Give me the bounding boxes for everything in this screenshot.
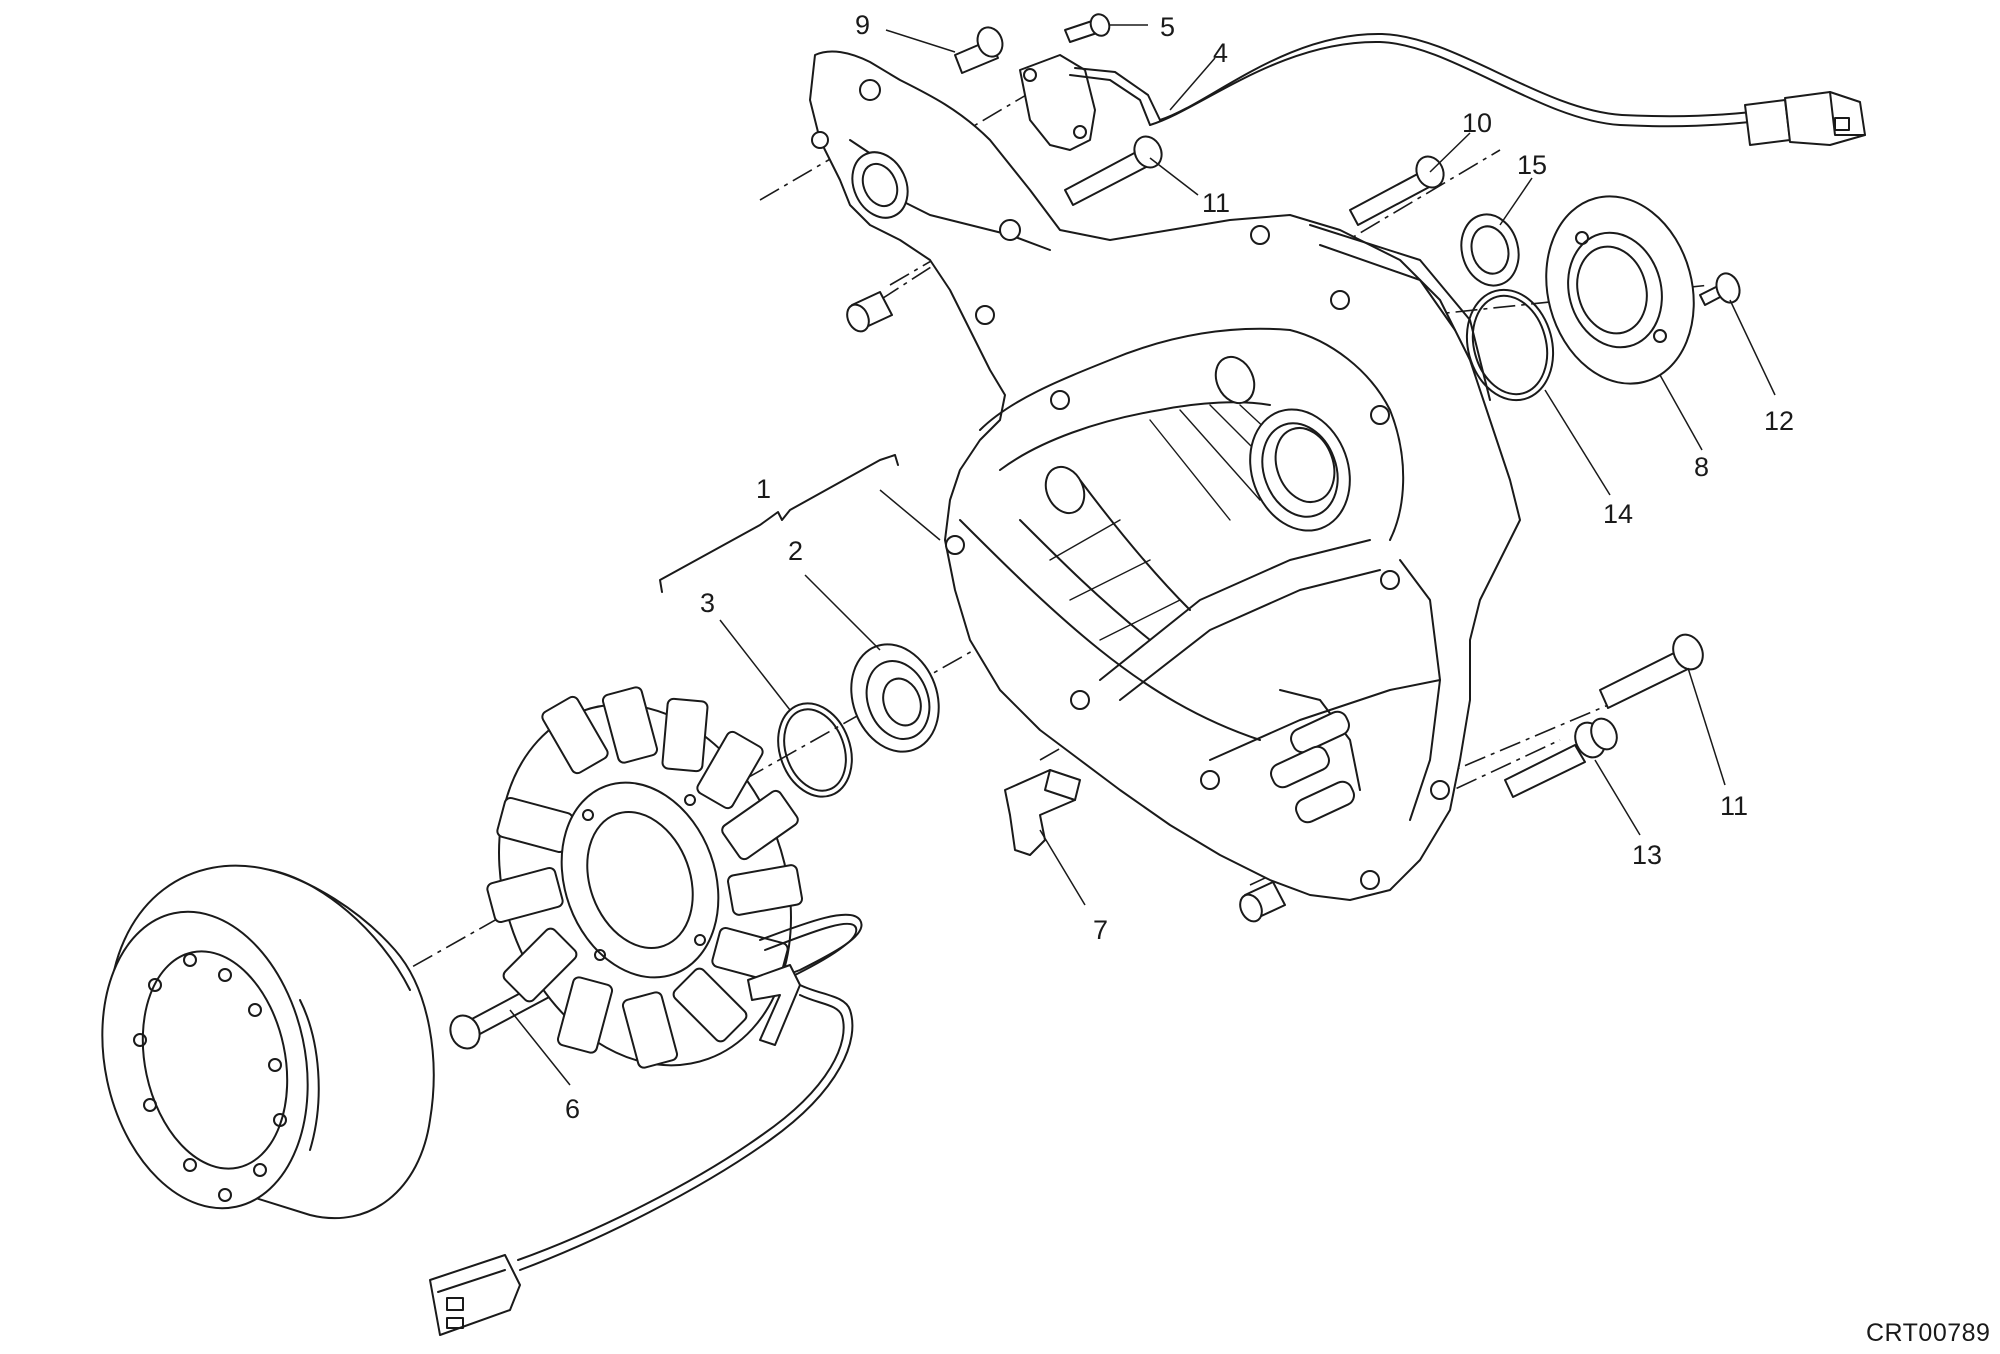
screw-12 [1699,272,1741,306]
cover-plate-8 [1545,195,1695,385]
dowel-upper [846,291,893,333]
screw-11-upper [1064,135,1163,206]
stator-teeth [486,686,803,1069]
callout-15: 15 [1517,150,1547,180]
screw-5 [1064,13,1111,43]
screw-13 [1504,717,1618,798]
callout-11-lower: 11 [1720,791,1748,821]
bearing-2 [850,643,940,753]
callout-6: 6 [565,1094,580,1124]
callouts: 9 5 4 10 15 11 12 8 14 1 2 3 7 11 13 6 [565,10,1794,1124]
generator-cover [809,50,1521,901]
oil-seal-15 [1460,213,1520,287]
screws [449,13,1741,1050]
callout-12: 12 [1764,406,1794,436]
callout-11-upper: 11 [1202,188,1230,218]
circlip-14 [1465,288,1555,402]
screw-11-lower [1599,633,1704,709]
callout-2: 2 [788,536,803,566]
callout-5: 5 [1160,12,1175,42]
dowel-pins [846,291,1286,923]
screw-9 [954,26,1004,74]
drawing-code: CRT00789 [1866,1319,1990,1347]
callout-14: 14 [1603,499,1633,529]
dowel-lower [1239,881,1286,923]
bracket-7 [1004,769,1081,856]
circlip-3 [777,702,853,798]
group-bracket-1 [659,454,899,593]
callout-7: 7 [1093,915,1108,945]
callout-9: 9 [855,10,870,40]
callout-8: 8 [1694,452,1709,482]
rotor [101,864,435,1220]
callout-13: 13 [1632,840,1662,870]
callout-1: 1 [756,474,771,504]
stator [429,686,863,1336]
callout-4: 4 [1213,38,1228,68]
callout-10: 10 [1462,108,1492,138]
callout-3: 3 [700,588,715,618]
pickup-sensor [1019,32,1866,151]
leader-lines [509,24,1776,1086]
stator-connector [429,1254,521,1336]
